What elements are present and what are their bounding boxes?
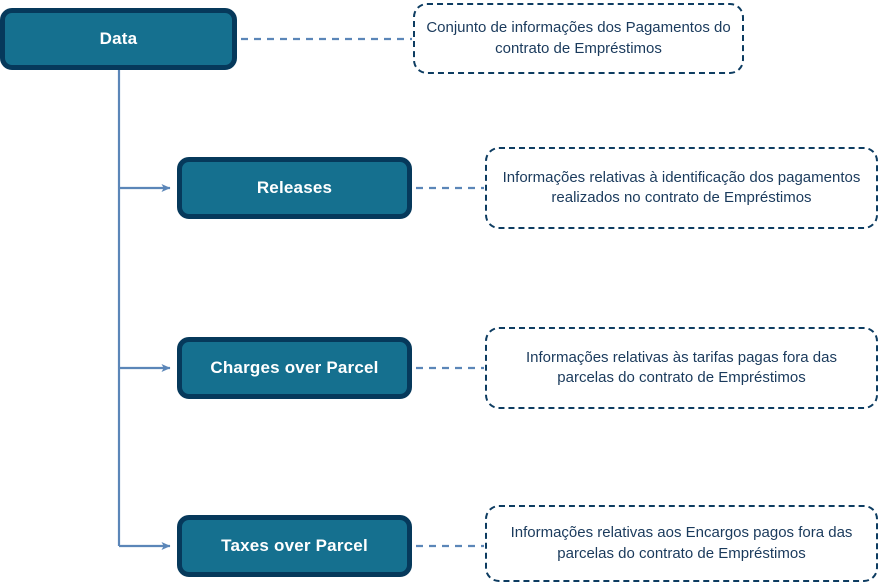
note-taxes-over-parcel: Informações relativas aos Encargos pagos…: [485, 505, 878, 582]
note-releases: Informações relativas à identificação do…: [485, 147, 878, 229]
node-charges-over-parcel[interactable]: Charges over Parcel: [177, 337, 412, 399]
node-data-label: Data: [99, 29, 138, 49]
note-charges-over-parcel: Informações relativas às tarifas pagas f…: [485, 327, 878, 409]
node-taxes-over-parcel[interactable]: Taxes over Parcel: [177, 515, 412, 577]
node-releases-label: Releases: [256, 178, 333, 198]
note-charges-over-parcel-text: Informações relativas às tarifas pagas f…: [526, 348, 837, 386]
node-charges-over-parcel-label: Charges over Parcel: [210, 358, 379, 378]
node-taxes-over-parcel-label: Taxes over Parcel: [221, 536, 368, 556]
note-data: Conjunto de informações dos Pagamentos d…: [413, 3, 744, 74]
node-data[interactable]: Data: [0, 8, 237, 70]
note-taxes-over-parcel-text: Informações relativas aos Encargos pagos…: [510, 524, 853, 562]
note-releases-text: Informações relativas à identificação do…: [502, 168, 861, 206]
node-releases[interactable]: Releases: [177, 157, 412, 219]
note-data-text: Conjunto de informações dos Pagamentos d…: [426, 19, 731, 57]
